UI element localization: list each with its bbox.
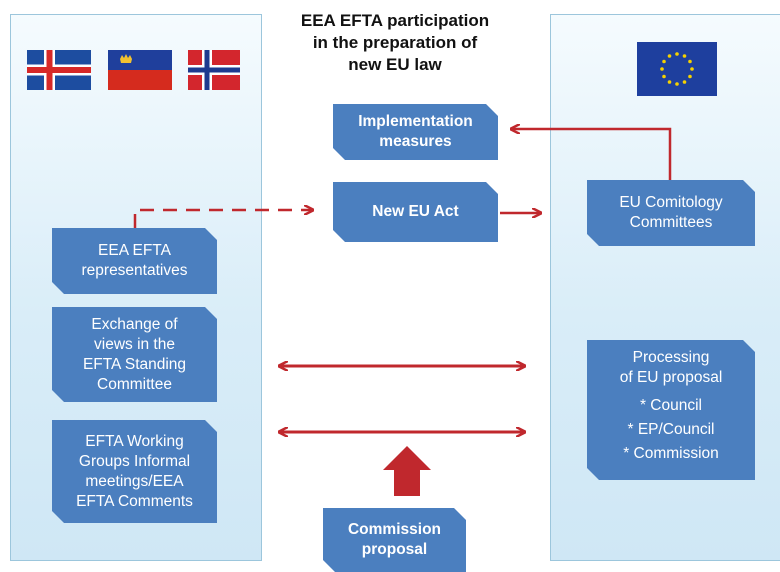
commission-line-2: proposal [361, 541, 428, 558]
processing-line-2: of EU proposal [619, 369, 723, 386]
working-groups-line-3: meetings/EEA [85, 472, 184, 490]
eu-star-icon [667, 80, 672, 84]
processing-step-commission: * Commission [623, 445, 719, 462]
eu-star-icon [675, 82, 679, 86]
comitology-line-1: EU Comitology [619, 194, 723, 211]
efta-working-groups-box: EFTA Working Groups Informal meetings/EE… [52, 420, 217, 523]
processing-eu-proposal-box: Processing of EU proposal * Council * EP… [587, 340, 755, 480]
commission-line-1: Commission [347, 521, 441, 538]
working-groups-line-1: EFTA Working [85, 432, 184, 450]
eea-efta-representatives-box: EEA EFTA representatives [52, 228, 217, 294]
exchange-line-1: Exchange of [91, 315, 178, 333]
flag-liechtenstein-icon [108, 50, 172, 90]
title-line-2: in the preparation of [312, 33, 478, 52]
flag-norway-icon [188, 50, 240, 90]
exchange-line-4: Committee [97, 375, 172, 393]
eu-star-icon [667, 54, 672, 58]
eu-star-icon [662, 74, 666, 79]
eu-star-icon [682, 80, 687, 84]
processing-step-ep-council: * EP/Council [627, 421, 715, 438]
eu-star-icon [688, 59, 692, 64]
eu-star-icon [675, 52, 679, 56]
new-eu-act-label: New EU Act [372, 203, 459, 220]
flag-iceland-icon [27, 50, 91, 90]
processing-step-council: * Council [639, 397, 702, 414]
exchange-line-2: views in the [94, 335, 175, 353]
diagram-title: EEA EFTA participation in the preparatio… [290, 10, 500, 76]
implementation-line-2: measures [379, 133, 452, 150]
implementation-measures-box: Implementation measures [333, 104, 498, 160]
comitology-to-implementation-arrow [512, 129, 672, 180]
working-groups-line-4: EFTA Comments [76, 492, 193, 510]
eu-star-icon [660, 67, 664, 71]
commission-up-arrow [383, 446, 431, 496]
eu-comitology-committees-box: EU Comitology Committees [587, 180, 755, 246]
title-line-3: new EU law [348, 55, 442, 74]
comitology-line-2: Committees [629, 214, 713, 231]
eu-star-icon [662, 59, 666, 64]
efta-standing-committee-box: Exchange of views in the EFTA Standing C… [52, 307, 217, 402]
flag-eu-icon [637, 42, 717, 96]
representatives-line-1: EEA EFTA [98, 242, 171, 259]
exchange-line-3: EFTA Standing [82, 355, 187, 373]
representatives-line-2: representatives [81, 262, 188, 279]
new-eu-act-box: New EU Act [333, 182, 498, 242]
eu-star-icon [690, 67, 694, 71]
working-groups-line-2: Groups Informal [78, 452, 191, 470]
processing-steps-list: * Council * EP/Council * Commission [623, 394, 719, 466]
commission-proposal-box: Commission proposal [323, 508, 466, 572]
representatives-to-new-act-dashed-arrow [133, 210, 312, 228]
eu-star-icon [688, 74, 692, 79]
implementation-line-1: Implementation [358, 113, 473, 130]
title-line-1: EEA EFTA participation [300, 11, 490, 30]
processing-line-1: Processing [632, 349, 710, 366]
eu-star-icon [682, 54, 687, 58]
